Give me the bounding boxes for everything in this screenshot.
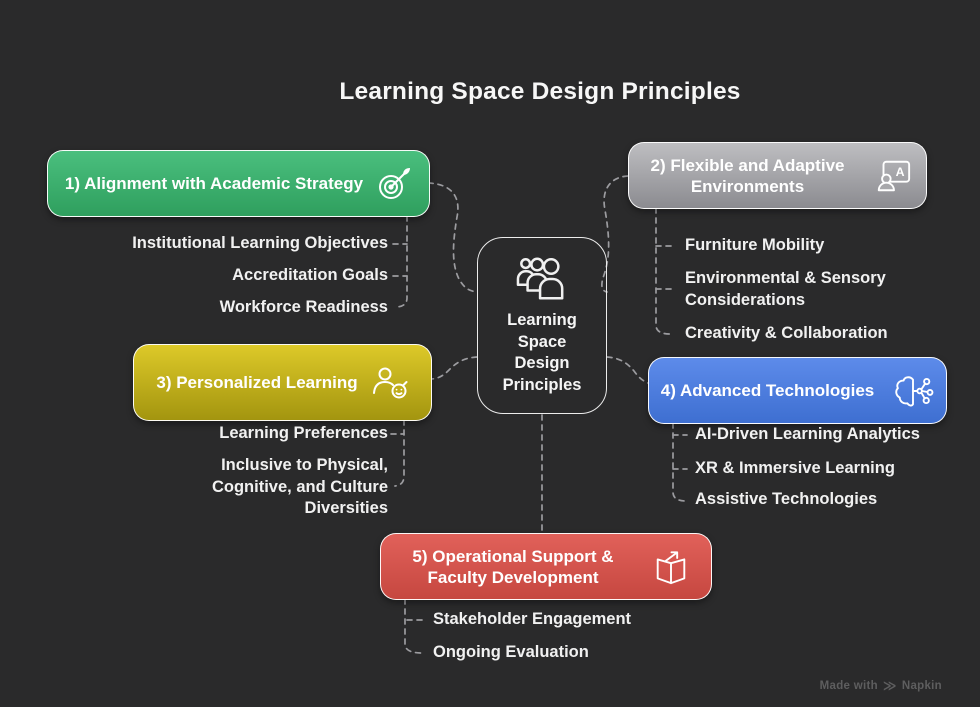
napkin-logo-icon: ≫ bbox=[882, 678, 897, 693]
list-item: Stakeholder Engagement bbox=[433, 610, 632, 628]
list-item: Workforce Readiness bbox=[219, 298, 388, 316]
brain-network-icon bbox=[895, 375, 934, 406]
box-label: 1) Alignment with Academic Strategy bbox=[64, 174, 364, 193]
presentation-screen-icon: A bbox=[877, 160, 910, 191]
center-node[interactable]: Learning Space Design Principles bbox=[477, 237, 607, 414]
person-customization-icon bbox=[372, 367, 408, 399]
people-group-icon bbox=[516, 257, 564, 300]
center-node-label-line: Principles bbox=[502, 375, 582, 394]
principle-box-4-advanced-tech[interactable]: 4) Advanced Technologies bbox=[648, 357, 947, 424]
list-item: XR & Immersive Learning bbox=[695, 459, 895, 477]
center-node-label-line: Design bbox=[514, 354, 570, 372]
box-label: 2) Flexible and Adaptive Environments bbox=[650, 155, 845, 196]
svg-text:A: A bbox=[895, 165, 904, 179]
book-growth-icon bbox=[656, 550, 686, 584]
target-arrow-icon bbox=[379, 168, 411, 199]
center-node-label-line: Learning bbox=[507, 311, 577, 329]
list-item: Ongoing Evaluation bbox=[433, 643, 589, 661]
list-item: Accreditation Goals bbox=[232, 266, 388, 284]
principle-box-1-alignment[interactable]: 1) Alignment with Academic Strategy bbox=[47, 150, 430, 217]
list-item: Furniture Mobility bbox=[685, 236, 825, 254]
list-item: Environmental & Sensory Considerations bbox=[685, 269, 886, 309]
list-item: Institutional Learning Objectives bbox=[132, 234, 388, 252]
list-item: Inclusive to Physical, Cognitive, and Cu… bbox=[211, 456, 388, 517]
principle-box-2-flexible[interactable]: 2) Flexible and Adaptive Environments A bbox=[628, 142, 927, 209]
watermark-prefix: Made with bbox=[819, 679, 878, 692]
box-label: 3) Personalized Learning bbox=[156, 373, 358, 392]
list-item: AI-Driven Learning Analytics bbox=[695, 425, 920, 443]
principle-box-3-personalized[interactable]: 3) Personalized Learning bbox=[133, 344, 432, 421]
watermark-brand: Napkin bbox=[901, 679, 942, 692]
napkin-watermark: Made with ≫ Napkin bbox=[820, 679, 942, 692]
box-label: 5) Operational Support & Faculty Develop… bbox=[412, 546, 614, 587]
diagram-title: Learning Space Design Principles bbox=[339, 78, 741, 105]
principle-box-5-operational[interactable]: 5) Operational Support & Faculty Develop… bbox=[380, 533, 712, 600]
box-label: 4) Advanced Technologies bbox=[660, 381, 875, 400]
list-item: Creativity & Collaboration bbox=[685, 324, 888, 342]
center-node-label-line: Space bbox=[517, 332, 567, 351]
list-item: Assistive Technologies bbox=[695, 490, 878, 508]
list-item: Learning Preferences bbox=[219, 424, 388, 442]
